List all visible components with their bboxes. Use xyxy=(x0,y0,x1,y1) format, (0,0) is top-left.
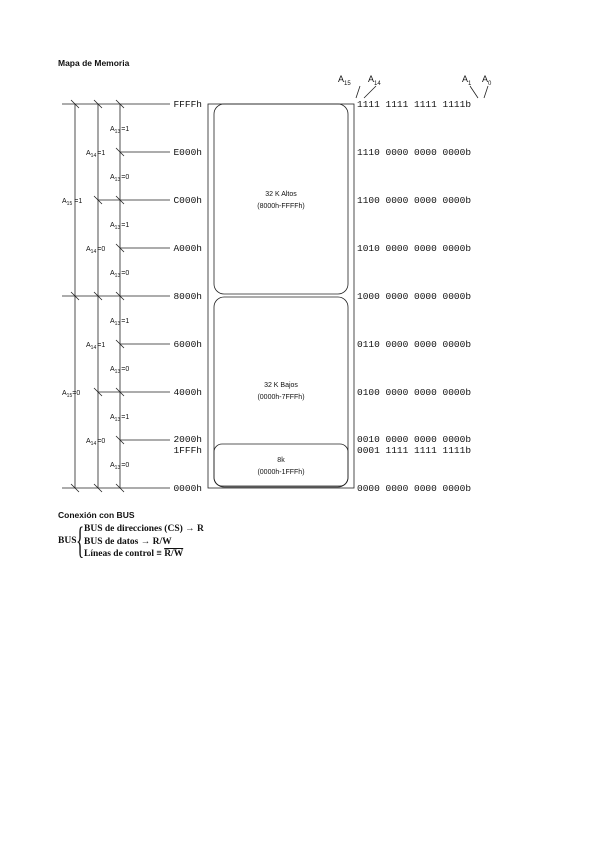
bus-line: Líneas de control ≡ R/W xyxy=(84,549,184,559)
bus-section-title: Conexión con BUS xyxy=(58,510,135,520)
addr-hex: C000h xyxy=(173,195,202,206)
addr-bin: 0010 0000 0000 0000b xyxy=(357,434,471,445)
decode-a14-1: A14=1 xyxy=(86,342,105,351)
block-low-range: (0000h-7FFFh) xyxy=(257,394,304,401)
bus-formula: BUS { BUS de direcciones (CS) → R BUS de… xyxy=(58,520,204,563)
addr-hex: 6000h xyxy=(173,339,202,350)
addr-hex: A000h xyxy=(173,243,202,254)
addr-hex: 8000h xyxy=(173,291,202,302)
block-high-range: (8000h-FFFFh) xyxy=(257,203,304,210)
bus-connection-section: Conexión con BUS BUS { BUS de direccione… xyxy=(58,510,204,563)
decode-a14-0: A14=0 xyxy=(86,246,105,255)
decode-a13-1: A13=1 xyxy=(110,222,129,231)
addr-hex: 4000h xyxy=(173,387,202,398)
map-lines xyxy=(62,85,489,493)
bus-line: BUS de datos → R/W xyxy=(84,536,172,547)
decode-a15-0: A15=0 xyxy=(62,390,80,399)
block-high xyxy=(213,103,349,295)
decode-a14-0: A14=0 xyxy=(86,438,105,447)
addr-bin: 1010 0000 0000 0000b xyxy=(357,243,471,254)
decode-a13-0: A13=0 xyxy=(110,270,129,279)
decode-a13-0: A13=0 xyxy=(110,366,129,375)
addr-bin: 1100 0000 0000 0000b xyxy=(357,195,471,206)
addr-hex: E000h xyxy=(173,147,202,158)
bus-label: BUS xyxy=(58,536,77,546)
decode-a15-1: A15=1 xyxy=(62,198,82,207)
addr-bin: 1110 0000 0000 0000b xyxy=(357,147,471,158)
addr-hex: 1FFFh xyxy=(173,445,202,456)
bus-lines: BUS de direcciones (CS) → R BUS de datos… xyxy=(84,523,204,561)
decode-a13-1: A13=1 xyxy=(110,126,129,135)
block-8k xyxy=(213,443,349,487)
addr-bin: 1111 1111 1111 1111b xyxy=(357,99,471,110)
bit-label-a14: A14 xyxy=(368,74,381,87)
decode-a14-1: A14=1 xyxy=(86,150,105,159)
block-low xyxy=(213,296,349,488)
bit-label-a0: A0 xyxy=(482,74,492,87)
decode-a13-0: A13=0 xyxy=(110,462,129,471)
addr-hex: FFFFh xyxy=(173,99,202,110)
block-low-name: 32 K Bajos xyxy=(264,382,298,389)
brace-icon: { xyxy=(76,520,85,562)
bus-line: BUS de direcciones (CS) → R xyxy=(84,524,204,534)
addr-hex: 0000h xyxy=(173,483,202,494)
page-title: Mapa de Memoria xyxy=(58,58,130,68)
addr-bin: 0000 0000 0000 0000b xyxy=(357,483,471,494)
block-high-name: 32 K Altos xyxy=(265,191,297,198)
block-8k-name: 8k xyxy=(277,457,285,464)
decode-a13-1: A13=1 xyxy=(110,318,129,327)
decode-a13-0: A13=0 xyxy=(110,174,129,183)
bit-label-a1: A1 xyxy=(462,74,472,87)
addr-bin: 0100 0000 0000 0000b xyxy=(357,387,471,398)
addr-hex: 2000h xyxy=(173,434,202,445)
addr-bin: 0110 0000 0000 0000b xyxy=(357,339,471,350)
bit-label-a15: A15 xyxy=(338,74,351,87)
memory-map-diagram: A15 A14 A1 A0 FFFFh E000h C000h A000h 80… xyxy=(62,74,492,494)
addr-bin: 0001 1111 1111 1111b xyxy=(357,445,471,456)
decode-a13-1: A13=1 xyxy=(110,414,129,423)
block-8k-range: (0000h-1FFFh) xyxy=(257,469,304,476)
addr-bin: 1000 0000 0000 0000b xyxy=(357,291,471,302)
